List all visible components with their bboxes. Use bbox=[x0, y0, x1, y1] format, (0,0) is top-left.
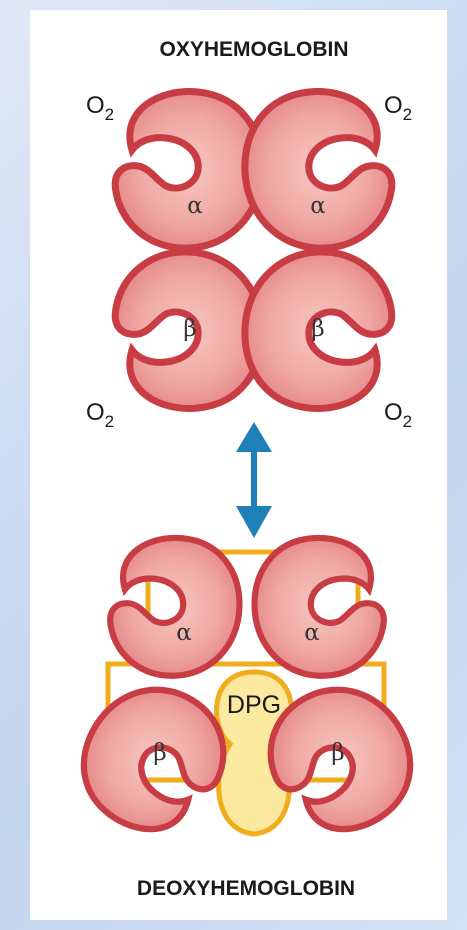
oxy-alpha-right-subunit bbox=[245, 92, 392, 249]
o2-label-bottom-right: O2 bbox=[384, 399, 412, 431]
deoxy-alpha-left-subunit bbox=[110, 538, 239, 676]
oxy-alpha-left-label: α bbox=[187, 193, 203, 219]
deoxy-beta-right-label: β bbox=[331, 740, 344, 766]
oxy-beta-left-label: β bbox=[183, 316, 196, 342]
deoxy-beta-left-label: β bbox=[153, 740, 166, 766]
oxy-alpha-right-label: α bbox=[310, 193, 326, 219]
o2-label-top-left: O2 bbox=[86, 92, 114, 124]
deoxy-alpha-right-label: α bbox=[304, 620, 320, 646]
oxy-alpha-left-subunit bbox=[115, 92, 262, 249]
deoxy-alpha-right-subunit bbox=[255, 538, 384, 676]
o2-label-bottom-left: O2 bbox=[86, 399, 114, 431]
o2-label-top-right: O2 bbox=[384, 92, 412, 124]
top-title: OXYHEMOGLOBIN bbox=[159, 38, 348, 61]
oxy-beta-right-label: β bbox=[311, 316, 324, 342]
deoxy-alpha-left-label: α bbox=[176, 620, 192, 646]
dpg-label: DPG bbox=[227, 691, 281, 719]
bottom-title: DEOXYHEMOGLOBIN bbox=[137, 877, 355, 900]
equilibrium-arrow bbox=[236, 422, 272, 538]
